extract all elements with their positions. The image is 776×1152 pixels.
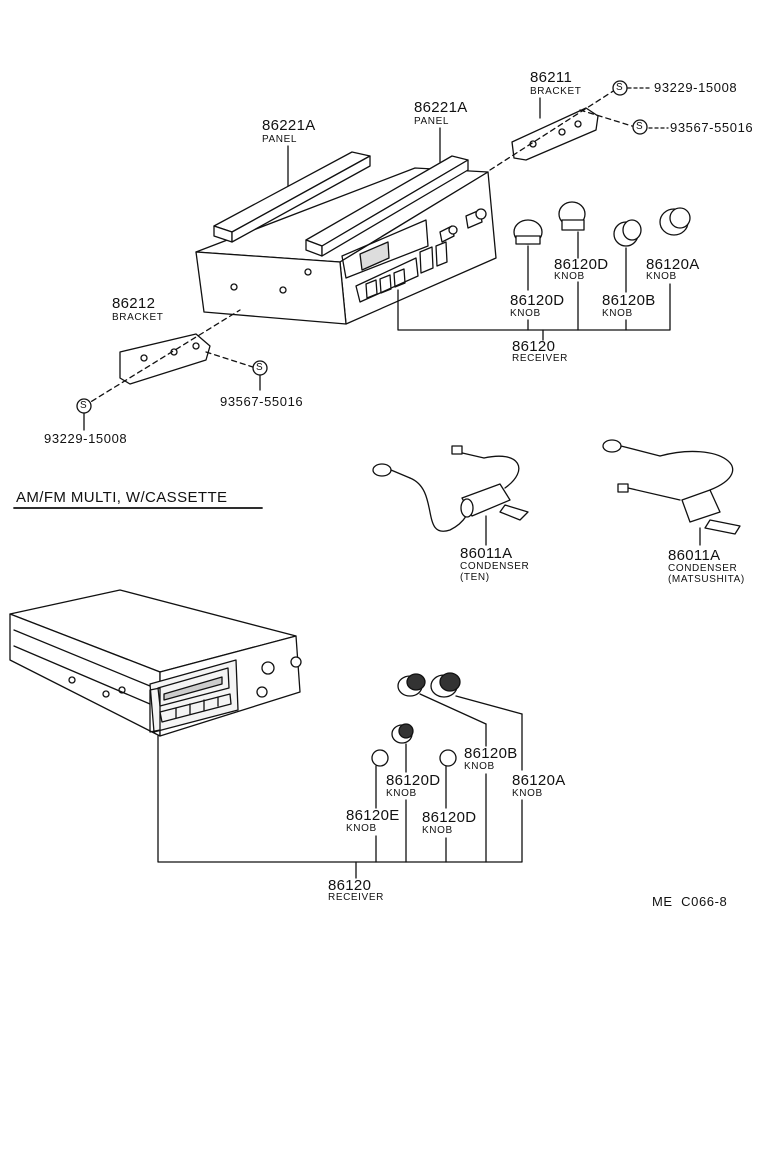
bracket-86212-shape [119,333,211,385]
condenser-matsushita-maker: (MATSUSHITA) [668,574,745,585]
knob-86120d-bottom-part-number: 86120D [386,772,441,789]
condenser-matsushita-name: CONDENSER [668,563,738,574]
knob-86120b-bottom-name: KNOB [464,761,495,772]
bottom-knobs [371,672,461,767]
knob-86120d-lower-name: KNOB [510,308,541,319]
receiver-bottom-name: RECEIVER [328,892,384,903]
bracket-86212-part-number: 86212 [112,295,156,312]
panel-left-part-number: 86221A [262,117,316,134]
knob-86120b-top-name: KNOB [602,308,633,319]
panel-right-name: PANEL [414,116,450,127]
section-title: AM/FM MULTI, W/CASSETTE [16,489,228,506]
panel-left-name: PANEL [262,134,298,145]
bracket-86211-part-number: 86211 [530,69,573,86]
bracket-86211-name: BRACKET [530,86,582,97]
knob-86120d2-name: KNOB [422,825,453,836]
screw-symbol-s: S [80,400,88,411]
receiver-bottom-part-number: 86120 [328,877,372,894]
diagram-code: ME C066-8 [652,894,728,909]
condenser-ten-maker: (TEN) [460,572,490,583]
knob-86120b-bottom-part-number: 86120B [464,745,518,762]
knob-86120d-upper-name: KNOB [554,271,585,282]
receiver-top-name: RECEIVER [512,353,568,364]
condenser-matsushita-part-number: 86011A [668,547,721,564]
top-knobs [513,201,691,247]
knob-86120e-part-number: 86120E [346,807,400,824]
screw-93567-left: 93567-55016 [220,394,304,409]
condenser-ten-name: CONDENSER [460,561,530,572]
knob-86120b-top-part-number: 86120B [602,292,656,309]
condenser-ten-shape [372,445,529,546]
screw-symbol-s: S [636,121,644,132]
knob-86120a-top-part-number: 86120A [646,256,700,273]
bracket-86212-name: BRACKET [112,312,164,323]
screw-93229-left: 93229-15008 [44,431,128,446]
knob-86120e-name: KNOB [346,823,377,834]
knob-86120d2-part-number: 86120D [422,809,477,826]
panel-right-part-number: 86221A [414,99,468,116]
condenser-ten-part-number: 86011A [460,545,513,562]
bracket-86211-shape [511,107,599,161]
screw-symbol-s: S [616,82,624,93]
screw-93229-top: 93229-15008 [654,80,738,95]
knob-86120d-lower-part-number: 86120D [510,292,565,309]
screw-symbol-s: S [256,362,264,373]
screw-93567-top: 93567-55016 [670,120,754,135]
top-receiver-unit [195,151,497,325]
knob-86120a-bottom-name: KNOB [512,788,543,799]
knob-86120a-top-name: KNOB [646,271,677,282]
receiver-top-part-number: 86120 [512,338,556,355]
knob-86120d-bottom-name: KNOB [386,788,417,799]
knob-86120d-upper-part-number: 86120D [554,256,609,273]
condenser-matsushita-shape [602,439,741,546]
knob-86120a-bottom-part-number: 86120A [512,772,566,789]
bottom-receiver-unit [9,589,302,737]
